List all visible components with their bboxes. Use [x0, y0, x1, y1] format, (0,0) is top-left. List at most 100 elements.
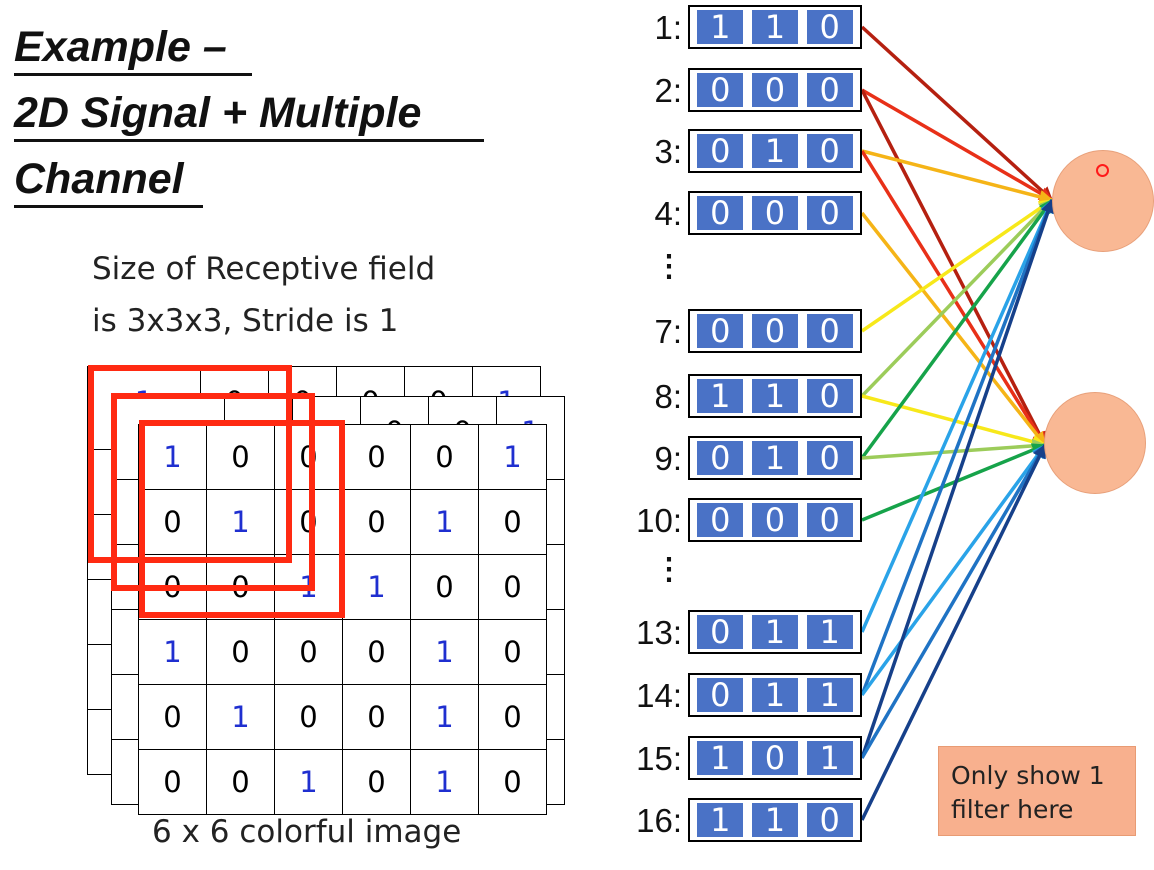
image-grid-cell: 1 [410, 749, 479, 815]
image-grid-cell: 0 [342, 749, 411, 815]
connection-arrow [860, 211, 1047, 447]
image-grid-cell: 0 [138, 684, 207, 750]
input-vector-value: 1 [697, 10, 744, 44]
input-vector-value: 1 [697, 803, 744, 837]
input-index-label: 14: [636, 677, 682, 714]
input-index-label: 16: [636, 802, 682, 839]
input-vector-value: 0 [806, 803, 853, 837]
connection-arrow [860, 443, 1047, 697]
connection-arrow [860, 198, 1054, 460]
input-index-label: 1: [654, 9, 682, 46]
input-vector-value: 0 [806, 441, 853, 475]
image-grid-cell: 0 [478, 749, 547, 815]
image-grid-cell: 1 [138, 424, 207, 490]
input-vector-value: 0 [806, 134, 853, 168]
input-vector-value: 0 [806, 379, 853, 413]
input-vector-value: 0 [751, 741, 798, 775]
input-vector-value: 1 [697, 741, 744, 775]
cursor-dot-icon [1096, 164, 1109, 177]
input-index-label: 2: [654, 72, 682, 109]
image-grid-cell: 0 [138, 749, 207, 815]
input-vector-value: 0 [697, 196, 744, 230]
input-vector-value: 0 [697, 615, 744, 649]
neuron-2 [1044, 392, 1146, 494]
input-vector-value: 1 [806, 615, 853, 649]
filter-note-line-1: Only show 1 [951, 761, 1105, 790]
image-grid-cell: 0 [342, 489, 411, 555]
connection-arrow [860, 198, 1055, 759]
image-grid-cell: 1 [206, 489, 275, 555]
input-index-label: 3: [654, 133, 682, 170]
input-index-label: 15: [636, 740, 682, 777]
input-index-label: 10: [636, 502, 682, 539]
input-vector-value: 1 [806, 741, 853, 775]
connection-arrow [860, 25, 1054, 202]
receptive-field-box-back [88, 365, 292, 563]
connection-arrow [860, 443, 1047, 821]
image-grid-cell: 0 [274, 619, 343, 685]
input-index-label: 13: [636, 614, 682, 651]
input-vector-value: 1 [751, 615, 798, 649]
filter-note: Only show 1 filter here [938, 746, 1136, 836]
connection-arrow [861, 438, 1047, 460]
image-grid-cell: 0 [478, 489, 547, 555]
input-vector-value: 1 [697, 379, 744, 413]
image-grid-cell: 0 [478, 619, 547, 685]
input-vector-value: 0 [751, 196, 798, 230]
receptive-field-text-2: is 3x3x3, Stride is 1 [92, 303, 399, 339]
input-vector-value: 0 [697, 441, 744, 475]
image-grid-cell: 0 [478, 554, 547, 620]
connection-arrow [860, 150, 1047, 447]
input-vector-value: 1 [751, 10, 798, 44]
input-index-label: 8: [654, 378, 682, 415]
input-vector-value: 0 [806, 10, 853, 44]
input-vector-value: 0 [806, 314, 853, 348]
input-vector-value: 1 [751, 441, 798, 475]
title-line-3: Channel [14, 155, 184, 203]
vertical-ellipsis-icon: ⋮ [654, 553, 684, 586]
title-underline [14, 139, 484, 142]
neuron-1 [1052, 150, 1154, 252]
title-underline [14, 205, 203, 208]
image-grid-cell: 1 [206, 684, 275, 750]
image-grid-cell: 1 [342, 554, 411, 620]
input-vector-value: 0 [806, 503, 853, 537]
image-grid-cell: 0 [206, 619, 275, 685]
title-line-1: Example – [14, 23, 227, 71]
image-grid-cell: 0 [206, 424, 275, 490]
connection-arrow [861, 443, 1047, 522]
connection-arrow [860, 198, 1054, 633]
input-vector-value: 0 [697, 314, 744, 348]
input-vector-value: 0 [806, 196, 853, 230]
connection-arrow [860, 198, 1054, 398]
input-vector-value: 0 [697, 134, 744, 168]
input-vector-value: 0 [697, 678, 744, 712]
image-grid-cell: 0 [206, 749, 275, 815]
vertical-ellipsis-icon: ⋮ [654, 250, 684, 283]
input-vector-value: 1 [751, 379, 798, 413]
connection-arrow [860, 198, 1055, 696]
input-vector-value: 0 [751, 503, 798, 537]
input-vector-value: 1 [751, 678, 798, 712]
input-vector-value: 0 [751, 73, 798, 107]
connection-arrow [860, 443, 1047, 759]
connection-arrow [861, 198, 1054, 333]
receptive-field-box-middle [111, 393, 315, 591]
connection-arrow [861, 88, 1054, 202]
image-grid-cell: 1 [274, 749, 343, 815]
input-vector-value: 1 [751, 803, 798, 837]
input-vector-value: 1 [751, 134, 798, 168]
